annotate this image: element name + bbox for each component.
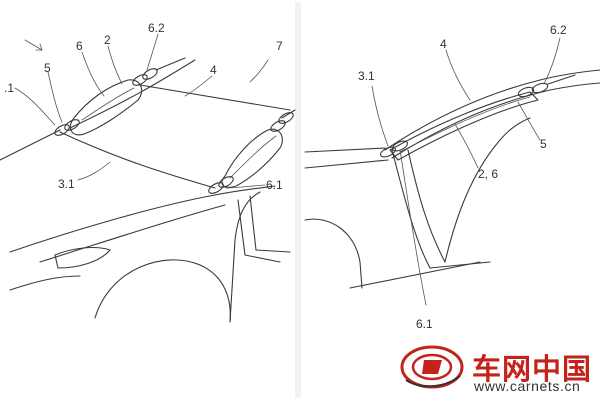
leader-r31 [371,85,389,147]
left-body-side [229,191,261,323]
left-a-pillar [237,199,281,263]
arrow-shaft [24,39,43,51]
right-link-c [517,86,535,98]
left-bumper-line [9,275,81,291]
left-roof-side-edge [139,84,291,111]
left-airbag-lower-seam [229,135,277,179]
right-a-pillar-rear [407,149,446,263]
leader-61 [225,184,266,189]
arrow-head [35,43,43,51]
left-link-d [142,68,158,80]
label-r26: 2, 6 [478,167,498,181]
left-link-e [208,182,224,194]
label-2: 2 [104,33,111,47]
carnets-logo-icon [400,345,464,389]
left-link-h [278,112,294,124]
label-r31: 3.1 [358,69,375,83]
left-roof-front-edge [69,59,196,129]
brand-name: 车网中国 [472,352,593,386]
leader-5 [47,71,63,123]
leader-dot1 [14,87,56,126]
left-airbag-lower [221,128,283,188]
left-tether-top [155,57,186,71]
left-windshield-front [0,129,61,161]
leader-6 [81,51,105,97]
label-dot1: .1 [4,81,14,95]
label-4: 4 [210,63,217,77]
right-tether-down [399,149,427,306]
panel-divider [295,2,301,398]
right-cowl-line [304,147,386,153]
right-airbag [389,91,539,161]
left-door-line [249,195,291,253]
left-link-c [132,74,148,86]
right-link-b [392,140,408,152]
leader-r26 [454,123,479,169]
left-link-g [270,120,286,132]
right-door-frame [444,117,531,263]
leader-62 [146,33,159,71]
label-61: 6.1 [266,178,283,192]
right-fender-arch [304,218,363,289]
leader-r62 [543,37,561,85]
left-cross-wire-lower [59,131,216,189]
left-hood-crease [39,204,226,263]
left-fender-arch [94,259,231,323]
leader-r4 [445,49,471,101]
right-fender-lower [349,261,481,289]
label-r5: 5 [540,137,547,151]
right-panel: 3.1 4 6.2 5 2, 6 6.1 [304,23,600,331]
left-link-f [218,176,234,188]
label-r62: 6.2 [550,23,567,37]
left-airbag-upper [69,79,143,136]
right-roof-outer [384,69,600,151]
right-hood-line [304,159,389,169]
right-link-a [380,146,396,158]
label-6: 6 [76,39,83,53]
label-31: 3.1 [58,177,75,191]
leader-4 [184,75,213,97]
leader-31 [77,161,111,181]
right-airbag-seam [399,96,531,153]
right-link-d [531,82,549,94]
right-a-pillar-front [391,149,431,269]
left-link-b [64,119,80,131]
leader-2 [107,45,123,85]
label-7: 7 [276,39,283,53]
label-62: 6.2 [148,21,165,35]
label-r4: 4 [440,37,447,51]
left-link-a [54,124,70,136]
leader-7 [249,59,269,83]
left-cross-wire-right [281,109,296,119]
left-panel: .1 5 6 2 6.2 7 4 3.1 6.1 [0,21,296,323]
right-tether-top [547,74,576,85]
left-hood-outline [9,185,276,253]
brand-url: www.carnets.cn [474,378,581,394]
left-headlight [54,246,111,269]
right-window-line [429,261,491,269]
label-5: 5 [44,61,51,75]
label-r61: 6.1 [416,317,433,331]
left-airbag-upper-seam [81,87,135,121]
leader-r5 [517,101,541,141]
